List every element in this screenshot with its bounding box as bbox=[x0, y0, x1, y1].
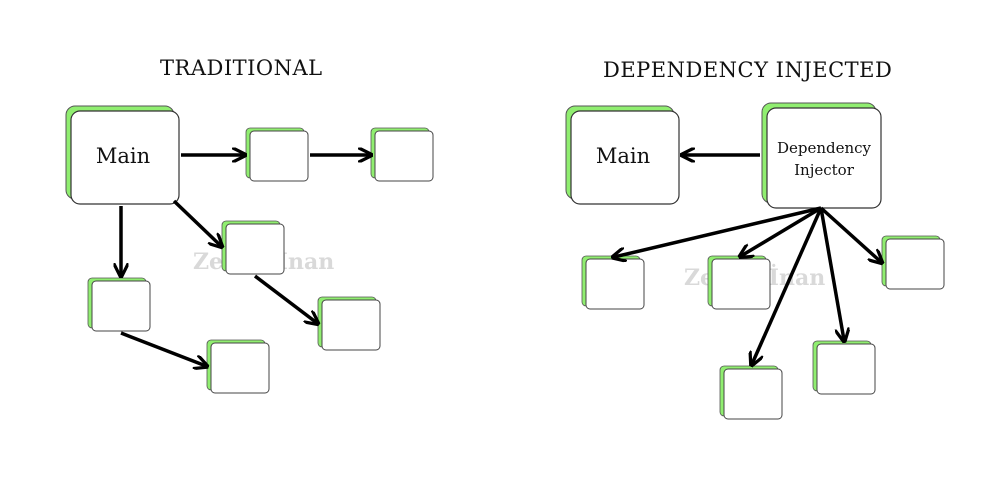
left-box-5 bbox=[87, 277, 151, 332]
left-box-2 bbox=[370, 127, 434, 182]
di-box-2 bbox=[707, 255, 771, 310]
left-box-3 bbox=[221, 220, 285, 275]
right-main-label: Main bbox=[596, 144, 650, 168]
left-main-box: Main bbox=[65, 105, 180, 205]
arrow-injector-to-box5 bbox=[752, 207, 823, 364]
injector-label-line1: Dependency bbox=[777, 139, 872, 157]
right-main-box: Main bbox=[565, 105, 680, 205]
di-box-4 bbox=[812, 340, 876, 395]
traditional-diagram: Main bbox=[65, 105, 434, 394]
left-box-6 bbox=[206, 339, 270, 394]
arrow-injector-to-box1 bbox=[614, 206, 822, 257]
arrow-injector-to-box2 bbox=[741, 206, 822, 256]
di-diagram: Main Dependency Injector bbox=[565, 102, 945, 420]
arrow-box3-to-box4 bbox=[253, 274, 317, 323]
arrow-injector-to-box3 bbox=[819, 206, 881, 262]
left-box-4 bbox=[317, 296, 381, 351]
di-box-1 bbox=[581, 255, 645, 310]
title-traditional: TRADITIONAL bbox=[160, 56, 323, 80]
di-box-5 bbox=[719, 365, 783, 420]
left-box-1 bbox=[245, 127, 309, 182]
di-box-3 bbox=[881, 235, 945, 290]
injector-label-line2: Injector bbox=[794, 161, 855, 179]
left-main-label: Main bbox=[96, 144, 150, 168]
title-dependency-injected: DEPENDENCY INJECTED bbox=[603, 58, 893, 82]
arrow-main-to-box3 bbox=[172, 199, 221, 246]
arrow-injector-to-box4 bbox=[819, 207, 844, 340]
arrow-box5-to-box6 bbox=[120, 331, 206, 366]
injector-box: Dependency Injector bbox=[761, 102, 882, 209]
